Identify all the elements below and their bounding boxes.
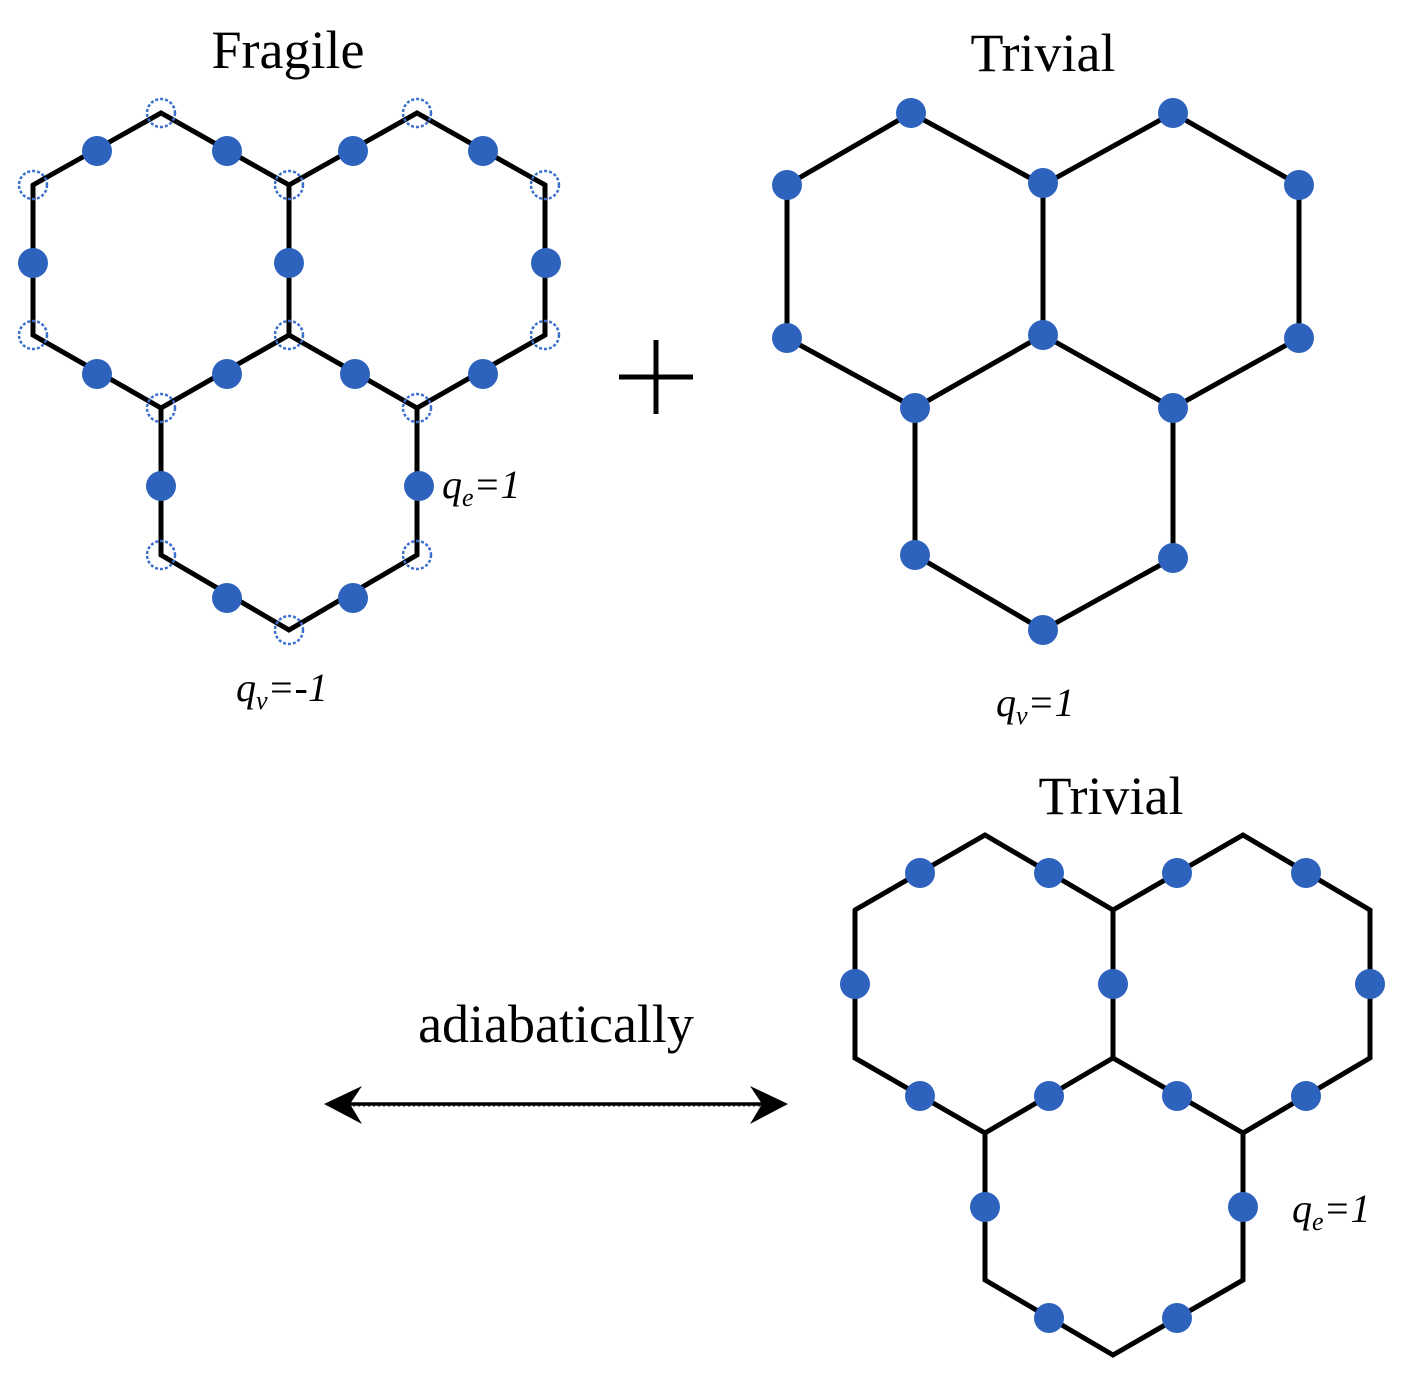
orbital-dot [1098, 969, 1128, 999]
orbital-dot [1158, 98, 1188, 128]
empty-site [273, 319, 305, 351]
orbital-dot [905, 858, 935, 888]
lattice-edge-path [982, 1130, 1246, 1358]
lattice-edge-path [784, 110, 1046, 411]
orbital-dot [1034, 1303, 1064, 1333]
empty-site [145, 97, 177, 129]
lattice-edge-path [158, 405, 420, 633]
trivial-top-vertex-orbitals [772, 98, 1314, 645]
orbital-dot [1028, 168, 1058, 198]
trivial-bottom-qe-value: 1 [1351, 1186, 1371, 1231]
trivial-top-title: Trivial [970, 23, 1115, 83]
trivial-top-qv-value: 1 [1055, 680, 1075, 725]
orbital-dot [1162, 1081, 1192, 1111]
orbital-dot [1355, 969, 1385, 999]
fragile-vertex-sites [17, 97, 561, 646]
orbital-dot [1291, 858, 1321, 888]
lattice-edge-path [1040, 110, 1302, 411]
orbital-dot [1158, 393, 1188, 423]
empty-site [529, 319, 561, 351]
orbital-dot [905, 1081, 935, 1111]
orbital-dot [772, 323, 802, 353]
orbital-dot [1228, 1192, 1258, 1222]
orbital-dot [900, 540, 930, 570]
arrow-head-left [324, 1086, 362, 1124]
empty-site [17, 169, 49, 201]
fragile-qv-label: qv=-1 [236, 665, 328, 715]
empty-site [401, 97, 433, 129]
empty-site [145, 539, 177, 571]
orbital-dot [900, 393, 930, 423]
lattice-edge-path [30, 110, 292, 411]
orbital-dot [338, 583, 368, 613]
orbital-dot [1284, 323, 1314, 353]
trivial-bottom-title: Trivial [1038, 766, 1183, 826]
orbital-dot [82, 136, 112, 166]
orbital-dot [404, 471, 434, 501]
orbital-dot [340, 359, 370, 389]
orbital-dot [1034, 1081, 1064, 1111]
trivial-bottom-panel: Trivial qe=1 [840, 766, 1385, 1358]
adiabatic-arrow: adiabatically [324, 994, 788, 1124]
orbital-dot [1291, 1081, 1321, 1111]
fragile-title: Fragile [212, 20, 365, 80]
orbital-dot [468, 136, 498, 166]
orbital-dot [212, 359, 242, 389]
trivial-bottom-edge-orbitals [840, 858, 1385, 1333]
orbital-dot [82, 359, 112, 389]
fragile-qe-label: qe=1 [442, 462, 521, 512]
orbital-dot [274, 248, 304, 278]
orbital-dot [840, 969, 870, 999]
empty-site [273, 614, 305, 646]
fragile-panel: Fragile [17, 20, 561, 715]
orbital-dot [18, 248, 48, 278]
orbital-dot [1028, 320, 1058, 350]
empty-site [17, 319, 49, 351]
lattice-edge-path [286, 110, 548, 411]
empty-site [273, 169, 305, 201]
trivial-top-qv-label: qv=1 [996, 680, 1075, 730]
orbital-dot [146, 471, 176, 501]
lattice-edge-path [852, 832, 1116, 1136]
lattice-edge-path [1110, 832, 1373, 1136]
trivial-bottom-qe-label: qe=1 [1292, 1186, 1371, 1236]
orbital-dot [531, 248, 561, 278]
arrow-head-right [750, 1086, 788, 1124]
empty-site [145, 392, 177, 424]
orbital-dot [1162, 858, 1192, 888]
trivial-top-panel: Trivial qv=1 [772, 23, 1314, 730]
orbital-dot [338, 136, 368, 166]
orbital-dot [1162, 1303, 1192, 1333]
orbital-dot [212, 136, 242, 166]
orbital-dot [1028, 615, 1058, 645]
empty-site [401, 539, 433, 571]
arrow-label: adiabatically [418, 994, 694, 1054]
orbital-dot [212, 583, 242, 613]
orbital-dot [468, 359, 498, 389]
orbital-dot [1034, 858, 1064, 888]
orbital-dot [970, 1192, 1000, 1222]
fragile-edge-orbitals [18, 136, 561, 613]
orbital-dot [1158, 543, 1188, 573]
lattice-edge-path [912, 405, 1176, 633]
empty-site [401, 392, 433, 424]
orbital-dot [896, 98, 926, 128]
empty-site [529, 169, 561, 201]
fragile-qe-value: 1 [501, 462, 521, 507]
fragile-qv-value: -1 [295, 665, 328, 710]
orbital-dot [1284, 170, 1314, 200]
plus-sign [619, 340, 693, 414]
orbital-dot [772, 170, 802, 200]
